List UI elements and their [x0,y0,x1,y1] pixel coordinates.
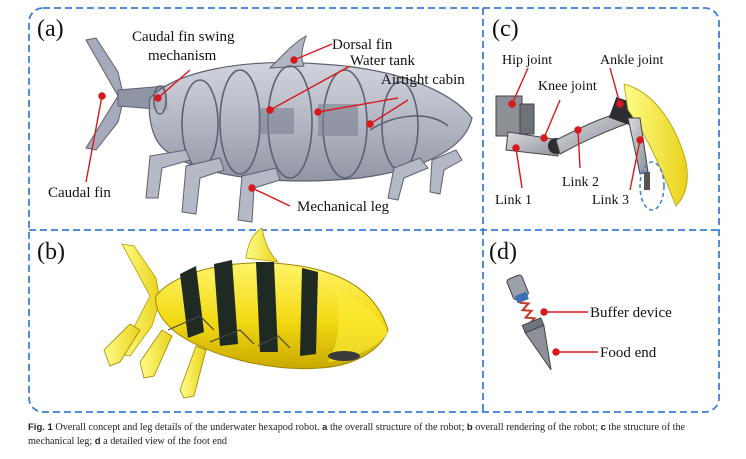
callout-caudal-fin: Caudal fin [48,185,111,201]
frame-outline [28,7,720,413]
leader-dot [540,134,548,142]
rendered-mouth [328,351,360,361]
callout-caudal-fin-swing: Caudal fin swing mechanism [132,29,238,64]
panel-c-leaders [508,67,644,191]
panel-d: (d) Buffer device Food end [489,239,672,371]
rendered-dorsal-fin [245,227,280,263]
rendered-legs [103,323,207,399]
callout-ankle-joint: Ankle joint [600,53,663,68]
panel-b: (b) [37,227,389,399]
leader-dot [508,100,516,108]
leader-dot [314,108,322,116]
foot-end-detail [506,274,552,371]
caption-body: Overall concept and leg details of the u… [55,422,320,433]
panel-b-label: (b) [37,239,65,265]
figure-caption: Fig. 1 Overall concept and leg details o… [28,421,728,448]
panel-a: (a) [37,16,473,223]
leader-dot [290,56,298,64]
leader-dot [154,94,162,102]
leader-dot [636,136,644,144]
panel-c: (c) [492,16,688,211]
food-end-cone [524,324,552,371]
hip-motor [495,95,523,137]
leader-dot [552,348,560,356]
callout-link-3: Link 3 [592,193,629,208]
leader-dot [266,106,274,114]
callout-mechanical-leg: Mechanical leg [297,199,390,215]
leader-dot [574,126,582,134]
leader-dot [540,308,548,316]
panel-d-leaders [540,308,598,356]
callout-knee-joint: Knee joint [538,79,597,94]
leg-structure [495,83,688,211]
foot-end-highlight [639,161,665,211]
panel-a-label: (a) [37,16,64,42]
leader-dot [512,144,520,152]
panel-d-label: (d) [489,239,517,265]
panel-a-leaders [85,43,409,207]
callout-link-1: Link 1 [495,193,532,208]
leader-dot [98,92,106,100]
foot-fin [623,83,688,207]
airtight-cabin-module [318,104,358,136]
caption-part-text: a detailed view of the foot end [103,435,228,447]
caption-part-key: a [322,422,328,433]
rendered-leg-joints [167,315,291,349]
callout-airtight-cabin: Airtight cabin [381,72,465,88]
foot-end-shape [644,172,650,190]
callout-food-end: Food end [600,345,657,361]
caption-fig-label: Fig. 1 [28,422,53,433]
caption-part-key: c [600,422,606,433]
figure-frame [28,7,720,413]
dorsal-fin-shape [268,34,307,69]
callout-buffer-device: Buffer device [590,305,672,321]
caption-part-key: b [466,422,473,433]
buffer-spring [519,301,537,326]
leader-dot [248,184,256,192]
panel-c-label: (c) [492,16,519,42]
body-stripes [180,260,318,356]
caption-part-text: the structure of the mechanical leg; [28,422,686,447]
mechanical-legs [145,149,463,223]
water-tank-module [258,108,294,134]
caption-part-text: the overall structure of the robot; [329,422,465,433]
leader-dot [366,120,374,128]
callout-link-2: Link 2 [562,175,599,190]
leader-dot [616,100,624,108]
callout-water-tank: Water tank [350,53,416,69]
caption-part-text: overall rendering of the robot; [475,422,599,433]
callout-dorsal-fin: Dorsal fin [332,37,393,53]
rendered-head-highlight [328,288,388,362]
callout-hip-joint: Hip joint [502,53,552,68]
caption-part-key: d [94,435,101,447]
robot-rendering [103,227,389,399]
